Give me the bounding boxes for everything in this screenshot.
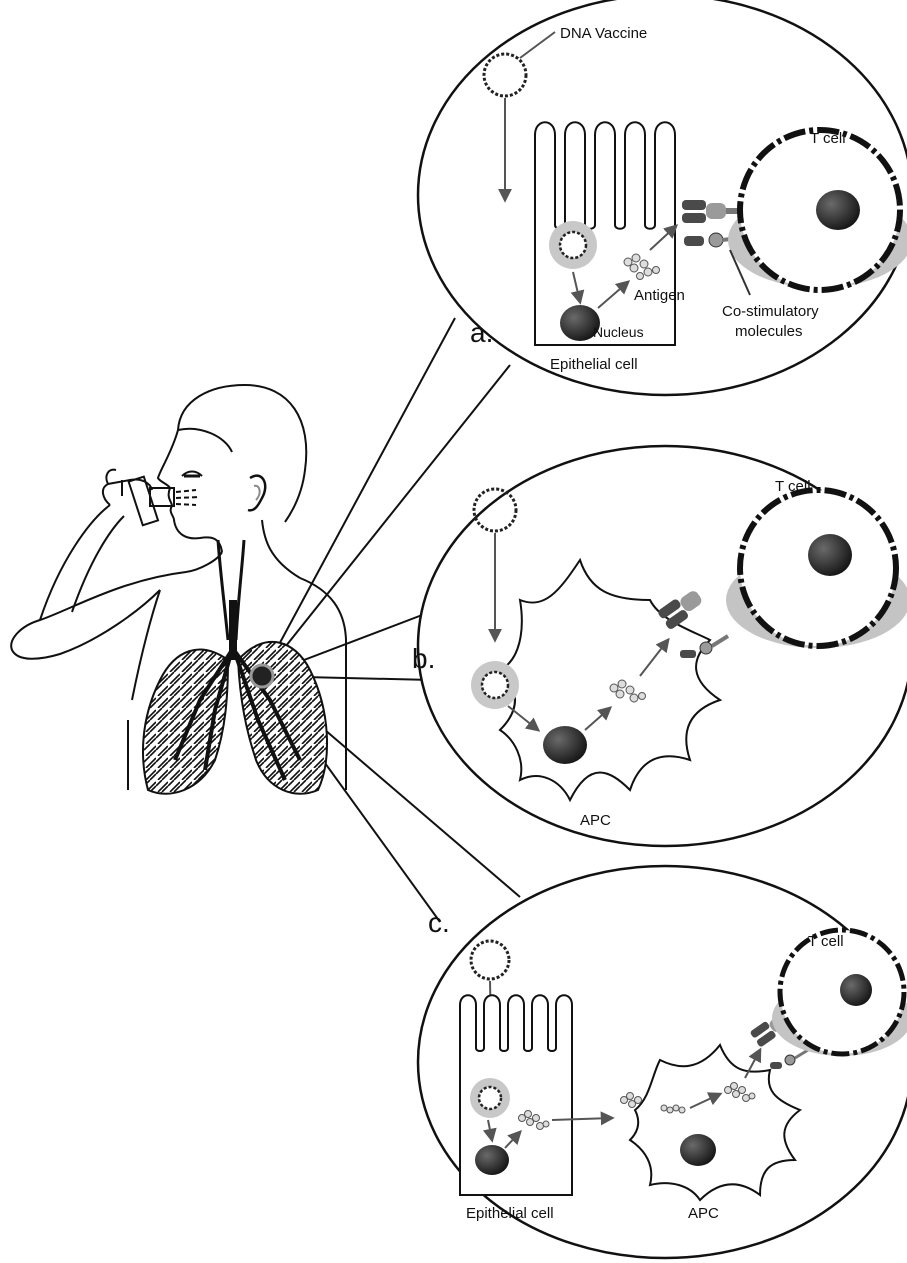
panel-a: DNA Vaccine Nucleus Antigen [418,0,907,395]
panel-b-tcell-label: T cell [775,478,811,495]
panel-b-cell-label: APC [580,812,611,829]
panel-a-costim-label-2: molecules [735,323,803,340]
panel-a-nucleus-label: Nucleus [593,324,644,340]
panel-c-tcell-label: T cell [808,933,844,950]
panel-a-tcell-label: T cell [810,130,846,147]
nucleus-c1 [475,1145,509,1175]
panel-b: T cell APC b. [412,446,907,846]
alveolus-target-icon [251,665,273,687]
nucleus-b [543,726,587,764]
panel-a-antigen-label: Antigen [634,287,685,304]
panel-c-apc-label: APC [688,1205,719,1222]
lungs [143,642,327,794]
panel-c-letter: c. [428,907,450,938]
panel-c-epithelial-label: Epithelial cell [466,1205,554,1222]
panel-a-costim-label-1: Co-stimulatory [722,303,819,320]
panel-c: T cell Epithelial cell APC c. [418,866,907,1258]
panel-a-cell-label: Epithelial cell [550,356,638,373]
nucleus-c2 [680,1134,716,1166]
panel-a-letter: a. [470,317,493,348]
panel-a-dna-label: DNA Vaccine [560,25,647,42]
panel-b-letter: b. [412,643,435,674]
